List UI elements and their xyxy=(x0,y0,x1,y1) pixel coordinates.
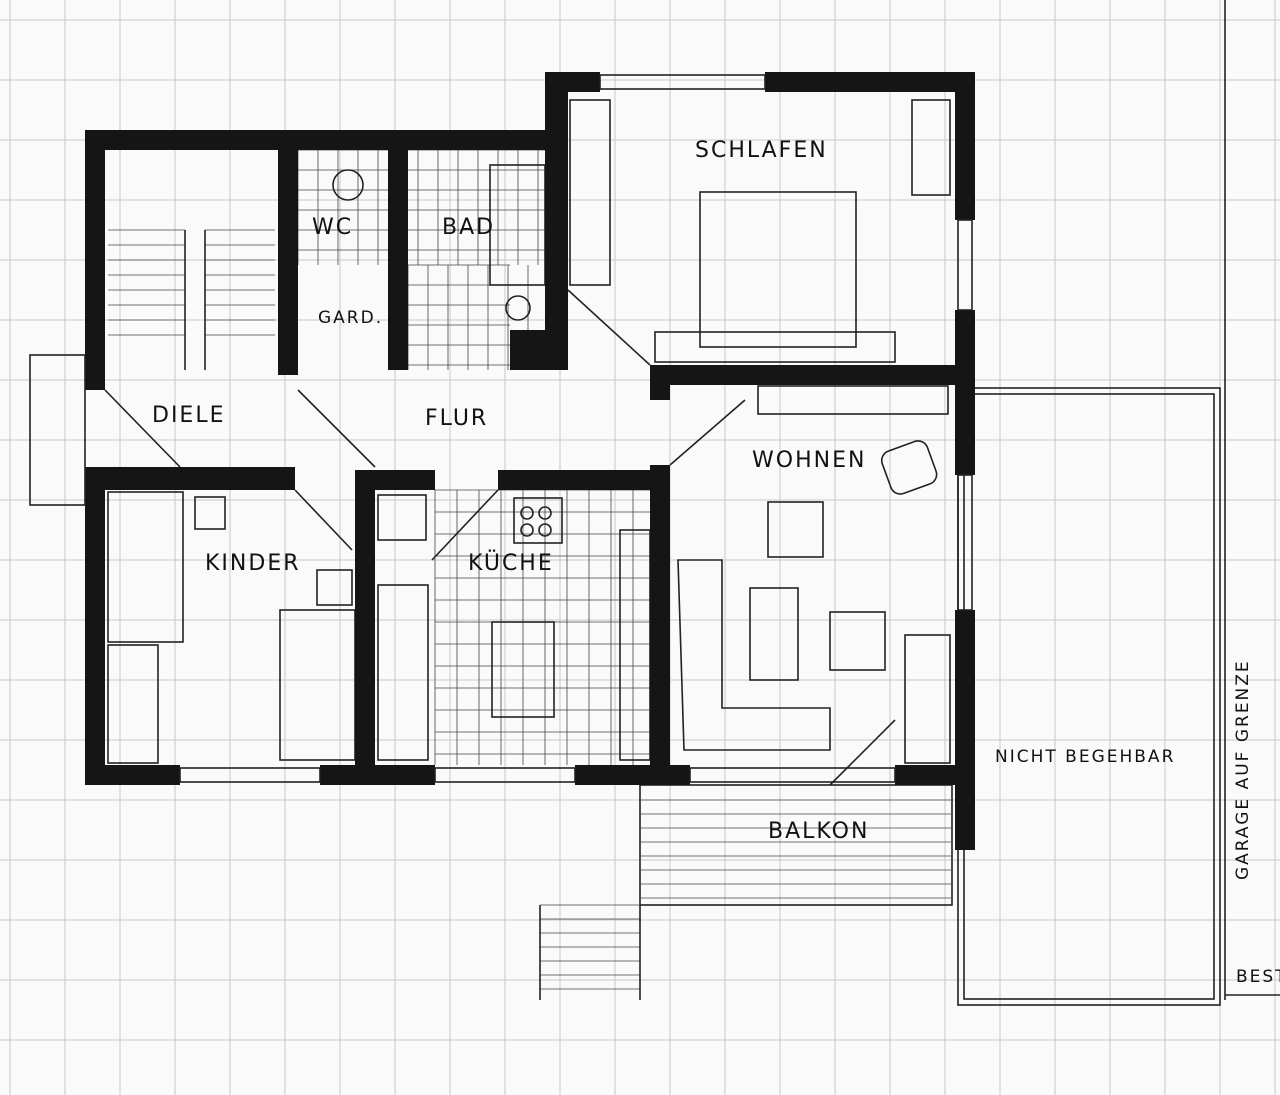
garage-outline xyxy=(957,0,1280,1006)
garage-annotation: GARAGE AUF GRENZE xyxy=(1233,659,1253,880)
outside-stairs xyxy=(539,904,641,1000)
room-label-wohnen: WOHNEN xyxy=(752,448,866,473)
stool xyxy=(767,501,824,558)
room-label-bad: BAD xyxy=(442,215,495,240)
fridge xyxy=(377,494,427,541)
chair xyxy=(829,611,886,671)
wardrobe-left xyxy=(569,99,611,286)
counter-right xyxy=(619,529,651,761)
balcony-area xyxy=(639,784,953,906)
staircase xyxy=(108,229,275,370)
sideboard xyxy=(757,385,949,415)
room-label-gard: GARD. xyxy=(318,308,383,328)
kitchen-tiles xyxy=(434,489,650,765)
room-label-nicht-begehbar: NICHT BEGEHBAR xyxy=(995,747,1175,767)
sink xyxy=(505,295,531,321)
room-label-schlafen: SCHLAFEN xyxy=(695,138,828,163)
bed-kinder xyxy=(107,491,184,643)
room-label-flur: FLUR xyxy=(425,406,488,431)
shelf xyxy=(107,644,159,764)
room-label-kueche: KÜCHE xyxy=(468,550,554,576)
stove xyxy=(513,497,563,544)
best-annotation: BEST xyxy=(1236,967,1280,987)
dresser xyxy=(654,331,896,363)
cabinet xyxy=(904,634,951,764)
room-label-wc: WC xyxy=(312,215,353,240)
toilet xyxy=(332,169,364,201)
coffee-table xyxy=(749,587,799,681)
box xyxy=(194,496,226,530)
bed xyxy=(699,191,857,348)
desk xyxy=(279,609,356,761)
room-label-kinder: KINDER xyxy=(205,551,301,576)
sofa xyxy=(677,559,831,751)
room-label-diele: DIELE xyxy=(152,403,226,428)
walls xyxy=(29,72,975,850)
room-label-balkon: BALKON xyxy=(768,819,869,844)
furniture xyxy=(107,99,951,764)
stool-kinder xyxy=(316,569,353,606)
armchair xyxy=(880,440,938,495)
wardrobe-right xyxy=(911,99,951,196)
door-swings xyxy=(104,289,896,786)
dining-table xyxy=(491,621,555,718)
counter xyxy=(377,584,429,761)
